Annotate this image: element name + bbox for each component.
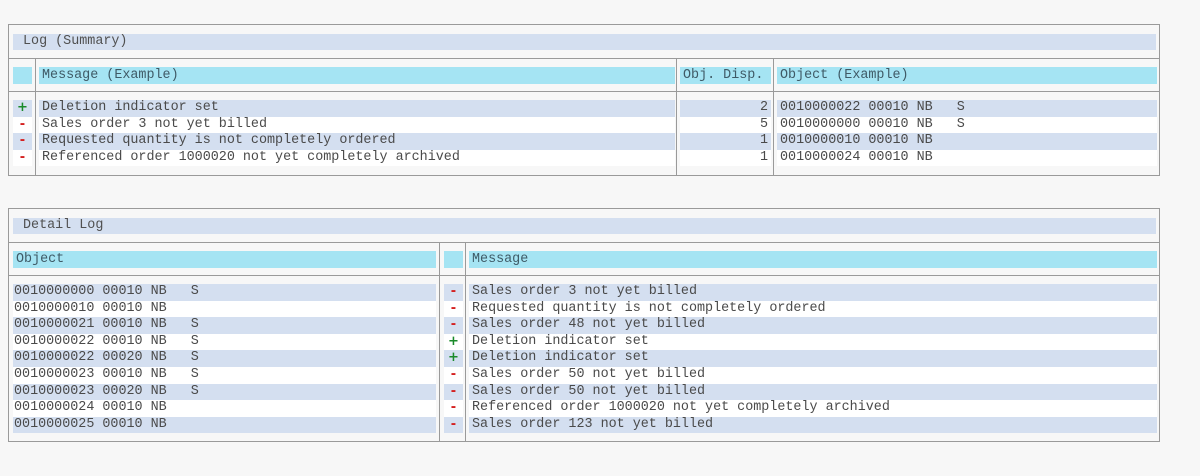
error-minus-icon: - — [444, 400, 463, 417]
error-minus-icon: - — [444, 317, 463, 334]
detail-message: Referenced order 1000020 not yet complet… — [469, 400, 1157, 417]
detail-message: Sales order 50 not yet billed — [469, 383, 1157, 401]
detail-message: Sales order 3 not yet billed — [469, 284, 1157, 301]
summary-obj-disp: 5 — [680, 116, 771, 134]
success-plus-icon: + — [444, 350, 463, 367]
column-divider — [465, 242, 466, 441]
detail-object: 0010000000 00010 NB S — [13, 284, 436, 301]
detail-object: 0010000022 00010 NB S — [13, 333, 436, 351]
detail-log-panel: Detail Log Object Message 0010000000 000… — [8, 208, 1160, 442]
error-minus-icon: - — [444, 300, 463, 318]
divider — [9, 242, 1159, 243]
summary-message: Requested quantity is not completely ord… — [39, 133, 675, 150]
summary-message: Deletion indicator set — [39, 100, 675, 117]
summary-object: 0010000024 00010 NB — [777, 149, 1157, 167]
detail-row[interactable]: 0010000000 00010 NB S - Sales order 3 no… — [9, 284, 1159, 301]
summary-row[interactable]: + Deletion indicator set 2 0010000022 00… — [9, 100, 1159, 117]
detail-object: 0010000024 00010 NB — [13, 400, 436, 417]
detail-row[interactable]: 0010000025 00010 NB - Sales order 123 no… — [9, 416, 1159, 434]
column-divider — [676, 58, 677, 175]
detail-object: 0010000023 00020 NB S — [13, 383, 436, 401]
summary-object: 0010000022 00010 NB S — [777, 100, 1157, 117]
column-divider — [773, 58, 774, 175]
detail-object: 0010000021 00010 NB S — [13, 317, 436, 334]
detail-message: Sales order 48 not yet billed — [469, 317, 1157, 334]
error-minus-icon: - — [444, 383, 463, 401]
divider — [9, 58, 1159, 59]
divider — [9, 91, 1159, 92]
summary-header-obj-disp[interactable]: Obj. Disp. — [680, 67, 771, 84]
error-minus-icon: - — [13, 149, 32, 167]
detail-message: Sales order 50 not yet billed — [469, 367, 1157, 384]
detail-log-title: Detail Log — [13, 218, 1156, 234]
summary-object: 0010000010 00010 NB — [777, 133, 1157, 150]
detail-header-object[interactable]: Object — [13, 251, 436, 268]
summary-row[interactable]: - Sales order 3 not yet billed 5 0010000… — [9, 116, 1159, 134]
detail-row[interactable]: 0010000022 00010 NB S + Deletion indicat… — [9, 333, 1159, 351]
detail-row[interactable]: 0010000021 00010 NB S - Sales order 48 n… — [9, 317, 1159, 334]
summary-obj-disp: 1 — [680, 149, 771, 167]
detail-object: 0010000010 00010 NB — [13, 300, 436, 318]
summary-row[interactable]: - Requested quantity is not completely o… — [9, 133, 1159, 150]
summary-header-object[interactable]: Object (Example) — [777, 67, 1157, 84]
summary-object: 0010000000 00010 NB S — [777, 116, 1157, 134]
detail-row[interactable]: 0010000022 00020 NB S + Deletion indicat… — [9, 350, 1159, 367]
summary-header-marker — [13, 67, 32, 84]
summary-header-message[interactable]: Message (Example) — [39, 67, 675, 84]
detail-object: 0010000022 00020 NB S — [13, 350, 436, 367]
summary-obj-disp: 2 — [680, 100, 771, 117]
detail-header-marker — [444, 251, 463, 268]
log-summary-title: Log (Summary) — [13, 34, 1156, 50]
error-minus-icon: - — [444, 367, 463, 384]
summary-row[interactable]: - Referenced order 1000020 not yet compl… — [9, 149, 1159, 167]
detail-message: Requested quantity is not completely ord… — [469, 300, 1157, 318]
success-plus-icon: + — [13, 100, 32, 117]
summary-message: Referenced order 1000020 not yet complet… — [39, 149, 675, 167]
detail-message: Deletion indicator set — [469, 350, 1157, 367]
detail-object: 0010000025 00010 NB — [13, 416, 436, 434]
summary-message: Sales order 3 not yet billed — [39, 116, 675, 134]
success-plus-icon: + — [444, 333, 463, 351]
error-minus-icon: - — [13, 116, 32, 134]
error-minus-icon: - — [444, 416, 463, 434]
column-divider — [439, 242, 440, 441]
detail-row[interactable]: 0010000023 00020 NB S - Sales order 50 n… — [9, 383, 1159, 401]
detail-message: Deletion indicator set — [469, 333, 1157, 351]
detail-row[interactable]: 0010000023 00010 NB S - Sales order 50 n… — [9, 367, 1159, 384]
log-summary-panel: Log (Summary) Message (Example) Obj. Dis… — [8, 24, 1160, 176]
detail-object: 0010000023 00010 NB S — [13, 367, 436, 384]
detail-row[interactable]: 0010000010 00010 NB - Requested quantity… — [9, 300, 1159, 318]
detail-message: Sales order 123 not yet billed — [469, 416, 1157, 434]
summary-obj-disp: 1 — [680, 133, 771, 150]
detail-row[interactable]: 0010000024 00010 NB - Referenced order 1… — [9, 400, 1159, 417]
error-minus-icon: - — [444, 284, 463, 301]
detail-header-message[interactable]: Message — [469, 251, 1157, 268]
divider — [9, 275, 1159, 276]
error-minus-icon: - — [13, 133, 32, 150]
column-divider — [35, 58, 36, 175]
